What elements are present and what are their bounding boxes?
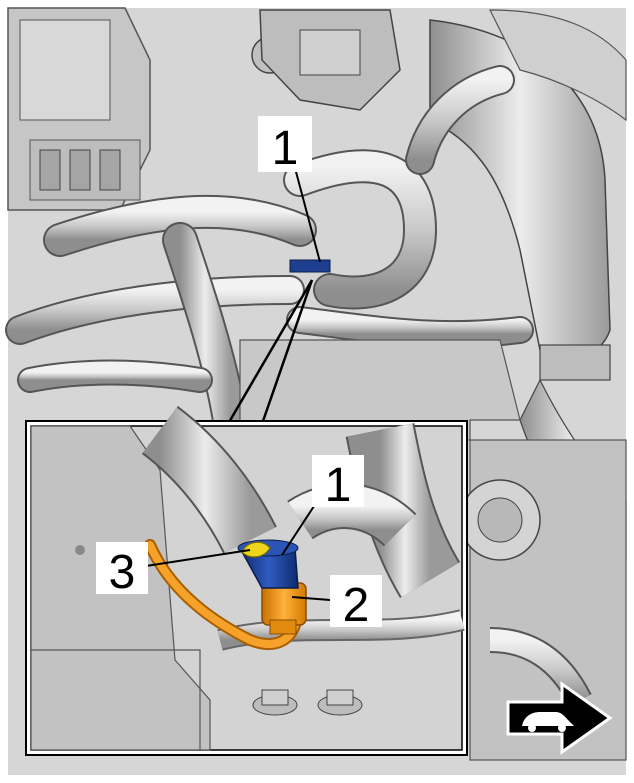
inset-callout-2: 2 — [291, 575, 382, 632]
hose-clamp — [539, 344, 611, 381]
zoom-leader-left — [226, 279, 314, 425]
inset-callout-2-label: 2 — [343, 579, 370, 632]
vehicle-forward-arrow-icon — [506, 681, 613, 755]
inset-callout-1-label: 1 — [325, 459, 352, 512]
yellow-clip — [241, 541, 271, 558]
main-callout-1: 1 — [258, 116, 321, 263]
connector-block — [259, 9, 401, 111]
inset-callout-1: 1 — [281, 455, 364, 556]
main-callout-1-label: 1 — [272, 122, 299, 175]
control-unit-block — [7, 7, 289, 211]
coolant-hoses — [5, 65, 534, 438]
zoom-leader-right — [260, 279, 314, 425]
orange-connector — [261, 582, 307, 626]
inset-callout-3-label: 3 — [109, 546, 136, 599]
inset-callout-3: 3 — [96, 542, 251, 599]
inset-detail-view — [25, 406, 468, 756]
main-blue-connector — [289, 259, 331, 273]
